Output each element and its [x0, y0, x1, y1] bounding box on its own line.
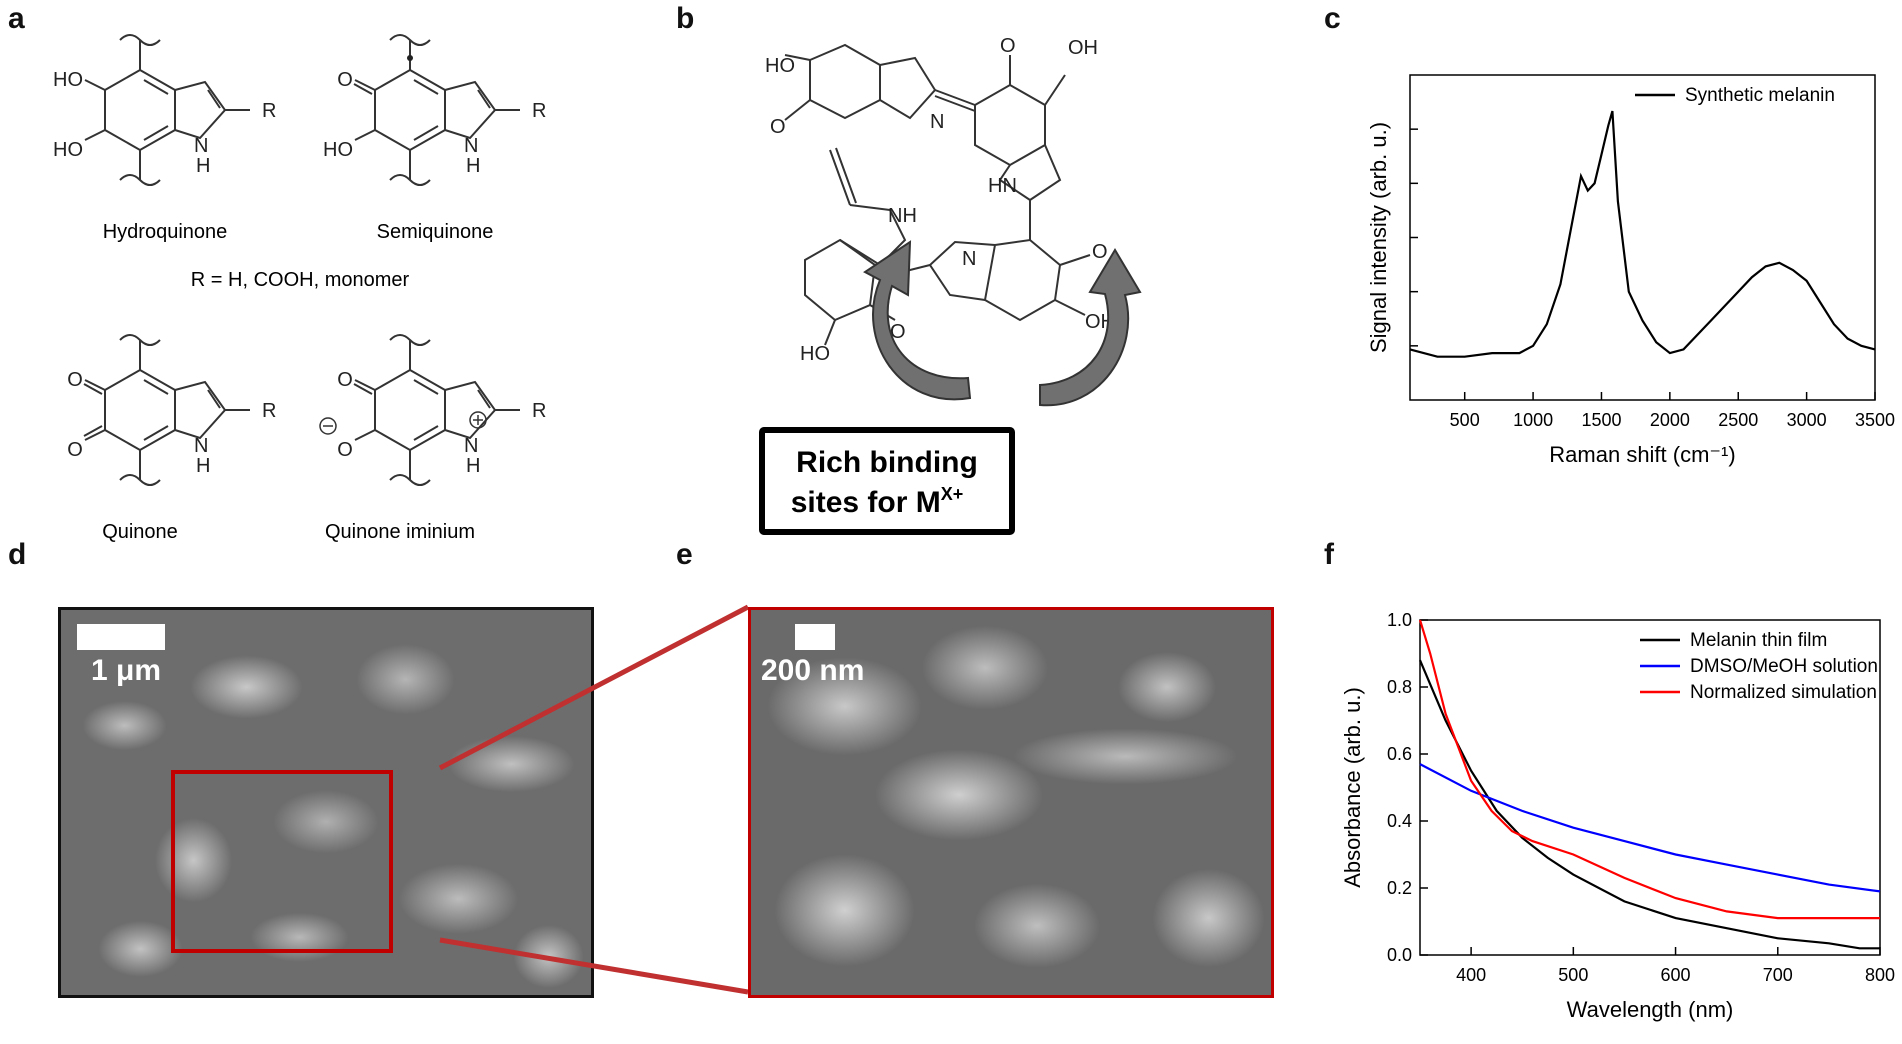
y-tick-label: 0.4 [1387, 811, 1412, 831]
quinone-label: Quinone [102, 521, 178, 543]
qi-sub-2: O [337, 439, 353, 461]
y-axis-label: Signal intensity (arb. u.) [1366, 122, 1391, 353]
semiquinone-label: Semiquinone [377, 221, 494, 243]
panel-letter-b: b [676, 2, 695, 35]
binding-box-line1: Rich binding [796, 446, 978, 479]
qi-sub-h: H [466, 455, 480, 477]
qi-sub-1: O [337, 369, 353, 391]
panel-letter-a: a [8, 2, 25, 35]
sq-sub-2: HO [323, 139, 353, 161]
x-tick-label: 1000 [1513, 410, 1553, 430]
r-definition: R = H, COOH, monomer [191, 269, 410, 291]
x-tick-label: 3500 [1855, 410, 1895, 430]
series-line-1 [1419, 763, 1881, 893]
hq-sub-h: H [196, 155, 210, 177]
semiquinone-structure: O HO R N H Semiquinone [323, 34, 546, 243]
scale-label-d: 1 μm [91, 654, 162, 687]
legend-label-2: Normalized simulation [1690, 682, 1877, 703]
b-label-ho-bottom-left: HO [800, 343, 830, 365]
quinone-iminium-label: Quinone iminium [325, 521, 475, 543]
binding-box-line2: sites for MX+ [791, 484, 964, 519]
radical-dot-icon [407, 55, 413, 61]
minus-charge-icon [319, 417, 337, 435]
qi-sub-n: N [464, 435, 478, 457]
y-tick-label: 0.8 [1387, 677, 1412, 697]
legend-label-0: Melanin thin film [1690, 630, 1827, 651]
b-label-o-left: O [770, 116, 786, 138]
binding-box-line2-text: sites for M [791, 486, 941, 519]
q-sub-h: H [196, 455, 210, 477]
hq-sub-r: R [262, 100, 276, 122]
binding-sites-box [759, 427, 1015, 535]
q-sub-2: O [67, 439, 83, 461]
x-tick-label: 800 [1865, 965, 1895, 985]
sq-sub-n: N [464, 135, 478, 157]
x-tick-label: 500 [1558, 965, 1588, 985]
sq-sub-r: R [532, 100, 546, 122]
b-label-hn-right: HN [988, 175, 1017, 197]
absorbance-chart: 400 500 600 700 800 0.0 0.2 0.4 0.6 0.8 1.0Wavelen… [1340, 610, 1895, 1022]
series-line-0 [1418, 659, 1880, 950]
binding-box-superscript: X+ [941, 484, 964, 504]
panel-a-structures: HO HO R N H Hydroquinone O HO R N H Semi… [53, 34, 546, 543]
x-tick-label: 400 [1456, 965, 1486, 985]
quinone-iminium-structure: O O R N H Quinone iminium [319, 334, 546, 543]
y-tick-label: 0.6 [1387, 744, 1412, 764]
legend-label-0: Synthetic melanin [1685, 85, 1835, 106]
binding-arrow-right-icon [1039, 248, 1142, 407]
hydroquinone-structure: HO HO R N H Hydroquinone [53, 34, 276, 243]
sq-sub-h: H [466, 155, 480, 177]
y-tick-label: 0.0 [1387, 945, 1412, 965]
sem-image-e: 200 nm [748, 607, 1274, 998]
panel-letter-f: f [1324, 538, 1334, 571]
panel-b-macrocycle: HO O N O OH HN NH N O OH HO O Rich bindi… [759, 35, 1142, 535]
x-tick-label: 700 [1763, 965, 1793, 985]
x-tick-label: 2500 [1718, 410, 1758, 430]
x-axis-label: Wavelength (nm) [1567, 997, 1734, 1022]
scale-bar-d [77, 624, 165, 650]
y-tick-label: 1.0 [1387, 610, 1412, 630]
legend-label-1: DMSO/MeOH solution [1690, 656, 1878, 677]
b-label-o-bottom: O [890, 321, 906, 343]
scale-bar-e [795, 624, 835, 650]
q-sub-r: R [262, 400, 276, 422]
b-label-o-top: O [1000, 35, 1016, 57]
sq-sub-1: O [337, 69, 353, 91]
b-label-n-top: N [930, 111, 944, 133]
y-tick-label: 0.2 [1387, 878, 1412, 898]
y-axis-label: Absorbance (arb. u.) [1340, 687, 1365, 888]
panel-letter-d: d [8, 538, 27, 571]
x-tick-label: 3000 [1787, 410, 1827, 430]
x-tick-label: 500 [1450, 410, 1480, 430]
plot-frame [1419, 619, 1881, 956]
x-axis-label: Raman shift (cm⁻¹) [1549, 442, 1735, 467]
hq-sub-1: HO [53, 69, 83, 91]
b-label-o-mid-right: O [1092, 241, 1108, 263]
plus-charge-icon [469, 411, 487, 429]
x-tick-label: 600 [1661, 965, 1691, 985]
x-tick-label: 1500 [1581, 410, 1621, 430]
panel-letter-e: e [676, 538, 693, 571]
binding-arrow-left-icon [863, 240, 972, 401]
qi-sub-r: R [532, 400, 546, 422]
b-label-oh-top-right: OH [1068, 37, 1098, 59]
q-sub-n: N [194, 435, 208, 457]
b-label-n-mid: N [962, 248, 976, 270]
hydroquinone-label: Hydroquinone [103, 221, 228, 243]
hq-sub-2: HO [53, 139, 83, 161]
sem-image-d: 1 μm [58, 607, 594, 998]
panel-letter-c: c [1324, 2, 1341, 35]
hq-sub-n: N [194, 135, 208, 157]
b-label-nh-left: NH [888, 205, 917, 227]
zoom-region-box [171, 770, 393, 953]
scale-label-e: 200 nm [761, 654, 865, 687]
series-line-0 [1409, 110, 1876, 358]
q-sub-1: O [67, 369, 83, 391]
x-tick-label: 2000 [1650, 410, 1690, 430]
series-line-2 [1418, 619, 1880, 920]
quinone-structure: O O R N H Quinone [67, 334, 276, 543]
b-label-ho-top-left: HO [765, 55, 795, 77]
